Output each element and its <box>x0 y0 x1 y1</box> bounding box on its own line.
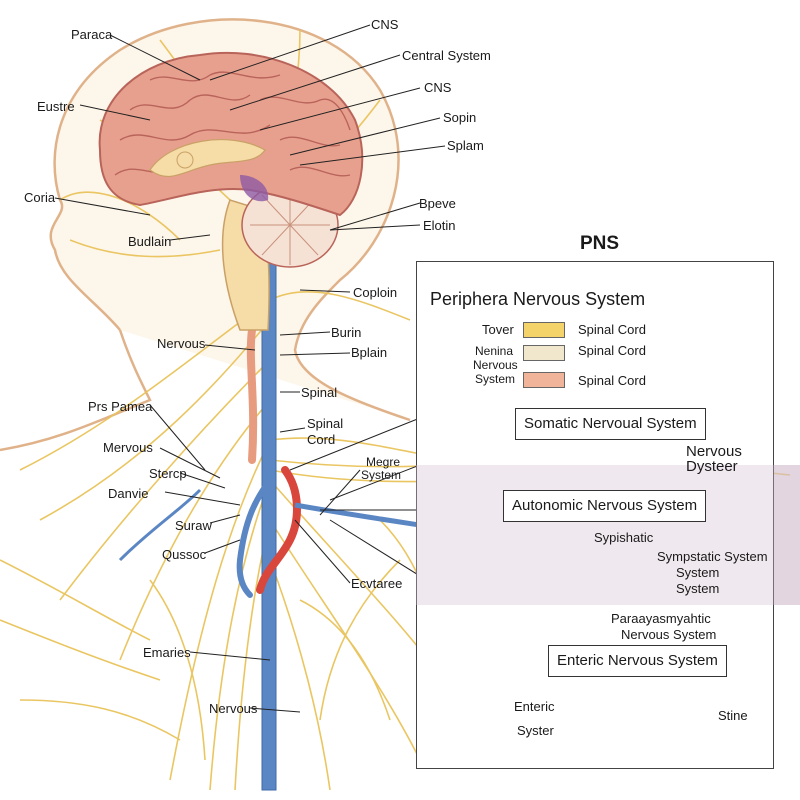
sypishatic-label: Sypishatic <box>594 530 654 545</box>
legend-swatch-0 <box>523 322 565 338</box>
label-splam: Splam <box>447 138 484 153</box>
label-budlain: Budlain <box>128 234 172 249</box>
label-prs-pamea: Prs Pamea <box>88 399 153 414</box>
thalamus <box>176 151 194 169</box>
sympstatic-line1: Sympstatic System <box>657 549 768 564</box>
nervous-dysteer-line2: Dysteer <box>686 458 738 475</box>
pns-title: PNS <box>580 233 620 254</box>
sympstatic-line2: System <box>676 565 720 580</box>
label-spinal-cord-line1: Spinal <box>307 416 344 431</box>
autonomic-band-overlay <box>416 465 800 605</box>
legend-label-1-line3: System <box>475 372 516 386</box>
nervous-dysteer-line1: Nervous <box>686 443 742 460</box>
legend-swatch-2 <box>523 372 565 388</box>
legend-label-1-line2: Nervous <box>473 358 518 372</box>
label-bplain: Bplain <box>351 345 388 360</box>
label-sopin: Sopin <box>443 110 477 125</box>
label-emaries: Emaries <box>143 645 191 660</box>
label-coria: Coria <box>24 190 56 205</box>
label-spinal: Spinal <box>301 385 338 400</box>
label-spinal-cord-line2: Cord <box>307 432 336 447</box>
spinal-cord <box>261 259 277 791</box>
legend-swatch-label-2: Spinal Cord <box>578 373 646 388</box>
label-paraca: Paraca <box>71 27 113 42</box>
label-ecvtaree: Ecvtaree <box>351 576 403 591</box>
label-stercp: Stercp <box>149 466 187 481</box>
parasym-line2: Nervous System <box>621 627 717 642</box>
autonomic-system-box: Autonomic Nervous System <box>503 490 707 522</box>
neck-outline <box>0 329 152 452</box>
legend-swatch-label-0: Spinal Cord <box>578 322 646 337</box>
corpus-callosum <box>149 139 266 178</box>
spinal-column <box>246 326 258 464</box>
panel-title: Periphera Nervous System <box>430 289 646 309</box>
somatic-system-box: Somatic Nervoual System <box>515 408 706 440</box>
label-megre: Megre <box>366 455 401 469</box>
label-cns-2: CNS <box>424 80 452 95</box>
legend-label-1-line1: Nenina <box>475 344 514 358</box>
label-megre-system: System <box>361 468 402 482</box>
label-suraw: Suraw <box>175 518 212 533</box>
label-coploin: Coploin <box>353 285 398 300</box>
legend-swatch-1 <box>523 345 565 361</box>
midbrain <box>240 175 269 202</box>
syster-label: Syster <box>517 723 554 738</box>
enteric-label: Enteric <box>514 699 555 714</box>
label-mervous: Mervous <box>103 440 153 455</box>
label-nervous-bottom: Nervous <box>209 701 258 716</box>
legend-swatch-label-1: Spinal Cord <box>578 343 646 358</box>
legend-label-0: Tover <box>482 322 514 337</box>
parasym-line1: Paraayasmyahtic <box>611 611 711 626</box>
stine-label: Stine <box>718 708 748 723</box>
label-burin: Burin <box>331 325 362 340</box>
enteric-system-box: Enteric Nervous System <box>548 645 727 677</box>
label-danvie: Danvie <box>108 486 149 501</box>
label-nervous-neck: Nervous <box>157 336 206 351</box>
sympstatic-line3: System <box>676 581 720 596</box>
label-eustre: Eustre <box>37 99 75 114</box>
label-bpeve: Bpeve <box>419 196 456 211</box>
label-qussoc: Qussoc <box>162 547 207 562</box>
label-central-system: Central System <box>402 48 491 63</box>
brain-folds <box>114 71 351 177</box>
label-elotin: Elotin <box>423 218 456 233</box>
label-cns-top: CNS <box>371 17 399 32</box>
